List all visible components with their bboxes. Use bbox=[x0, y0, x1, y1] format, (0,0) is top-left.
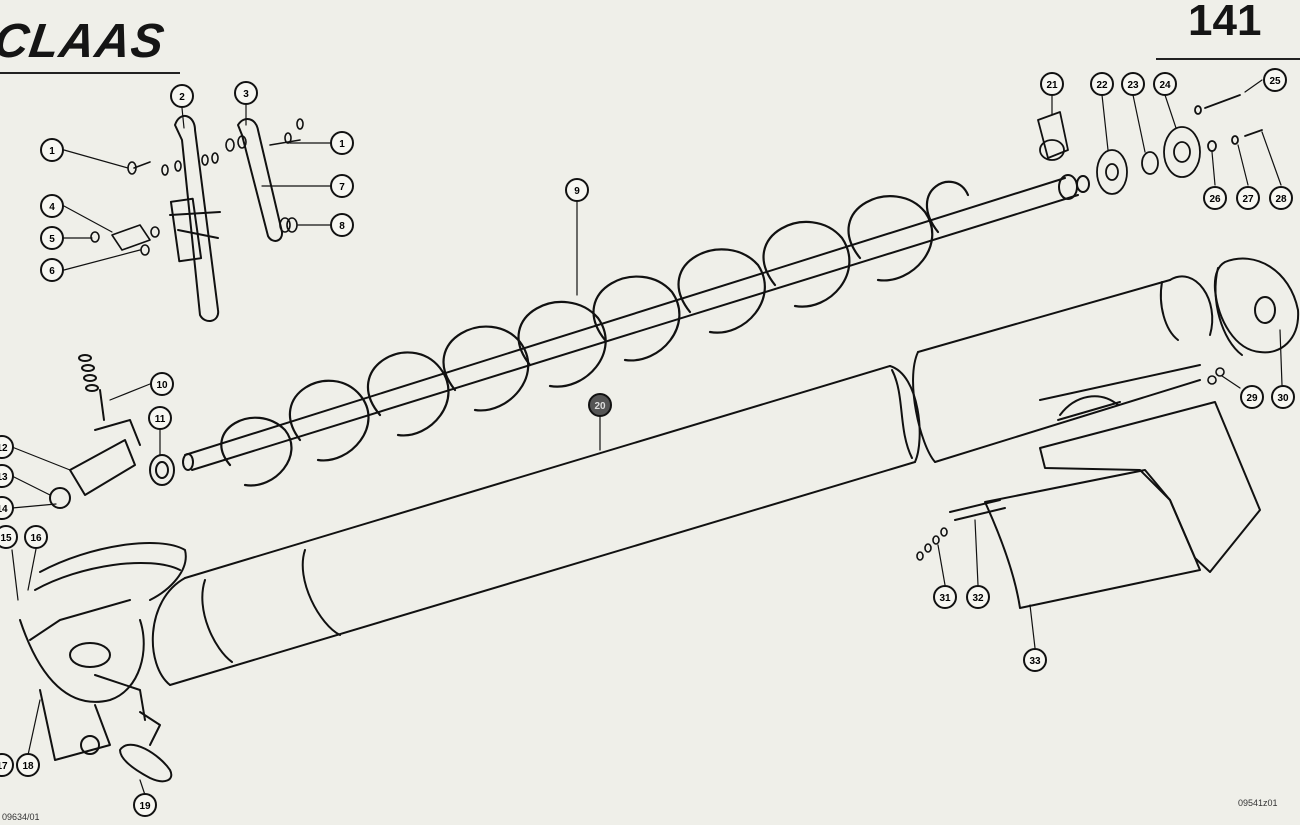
bearing-assembly bbox=[49, 354, 175, 509]
callout: 3 bbox=[234, 81, 258, 105]
callout: 23 bbox=[1121, 72, 1145, 96]
svg-text:1: 1 bbox=[339, 139, 345, 150]
svg-text:4: 4 bbox=[49, 202, 55, 213]
upper-right-bearing-parts bbox=[1037, 94, 1263, 195]
svg-text:6: 6 bbox=[49, 266, 55, 277]
svg-text:8: 8 bbox=[339, 221, 345, 232]
svg-text:19: 19 bbox=[139, 801, 151, 812]
callout: 5 bbox=[40, 226, 64, 250]
callout: 4 bbox=[40, 194, 64, 218]
callout: 33 bbox=[1023, 648, 1047, 672]
svg-text:21: 21 bbox=[1046, 80, 1058, 91]
callout: 17 bbox=[0, 753, 14, 777]
upper-left-fasteners bbox=[90, 118, 304, 256]
svg-text:31: 31 bbox=[939, 593, 951, 604]
svg-text:18: 18 bbox=[22, 761, 34, 772]
svg-text:2: 2 bbox=[179, 92, 185, 103]
callout: 18 bbox=[16, 753, 40, 777]
callout: 1 bbox=[40, 138, 64, 162]
spout-fasteners bbox=[916, 367, 1225, 561]
callout: 9 bbox=[565, 178, 589, 202]
callout: 29 bbox=[1240, 385, 1264, 409]
callout: 14 bbox=[0, 496, 14, 520]
svg-text:14: 14 bbox=[0, 504, 8, 515]
callout: 20 bbox=[588, 393, 612, 417]
svg-text:28: 28 bbox=[1275, 194, 1287, 205]
callout: 15 bbox=[0, 525, 18, 549]
page-number-rule bbox=[1156, 58, 1300, 60]
cover-plate bbox=[119, 711, 173, 783]
svg-text:24: 24 bbox=[1159, 80, 1171, 91]
callout: 24 bbox=[1153, 72, 1177, 96]
svg-text:22: 22 bbox=[1096, 80, 1108, 91]
svg-text:12: 12 bbox=[0, 443, 8, 454]
callout: 13 bbox=[0, 464, 14, 488]
lower-housing bbox=[19, 542, 187, 761]
callout: 19 bbox=[133, 793, 157, 817]
callout-labels: 1 1 2 3 4 5 6 7 8 9 10 11 12 13 14 15 16… bbox=[0, 68, 1295, 817]
end-plate bbox=[1213, 257, 1300, 356]
callout: 31 bbox=[933, 585, 957, 609]
svg-text:27: 27 bbox=[1242, 194, 1254, 205]
callout: 25 bbox=[1263, 68, 1287, 92]
page-number: 141 bbox=[1188, 0, 1262, 45]
leader-lines bbox=[11, 79, 1283, 796]
callout: 1 bbox=[330, 131, 354, 155]
upper-tube-extension bbox=[912, 275, 1214, 463]
svg-text:11: 11 bbox=[155, 414, 166, 425]
svg-text:1: 1 bbox=[49, 146, 55, 157]
svg-text:25: 25 bbox=[1269, 76, 1281, 87]
svg-text:33: 33 bbox=[1029, 656, 1041, 667]
callout: 2 bbox=[170, 84, 194, 108]
auger-shaft bbox=[182, 174, 1090, 471]
callout: 12 bbox=[0, 435, 14, 459]
svg-text:15: 15 bbox=[0, 533, 12, 544]
callout: 27 bbox=[1236, 186, 1260, 210]
drawing-code-left: 09634/01 bbox=[2, 812, 40, 822]
callout: 16 bbox=[24, 525, 48, 549]
callout: 30 bbox=[1271, 385, 1295, 409]
drawing-code-right: 09541z01 bbox=[1238, 798, 1278, 808]
svg-text:17: 17 bbox=[0, 761, 8, 772]
discharge-spout bbox=[949, 401, 1261, 609]
callout: 28 bbox=[1269, 186, 1293, 210]
callout: 21 bbox=[1040, 72, 1064, 96]
svg-text:13: 13 bbox=[0, 472, 8, 483]
svg-text:10: 10 bbox=[156, 380, 168, 391]
auger-flights bbox=[220, 180, 970, 487]
callout: 8 bbox=[330, 213, 354, 237]
callout: 11 bbox=[148, 406, 172, 430]
svg-text:9: 9 bbox=[574, 186, 580, 197]
lever-arm bbox=[169, 115, 221, 322]
svg-text:32: 32 bbox=[972, 593, 984, 604]
callout: 26 bbox=[1203, 186, 1227, 210]
svg-text:3: 3 bbox=[243, 89, 249, 100]
svg-text:7: 7 bbox=[339, 182, 345, 193]
svg-text:30: 30 bbox=[1277, 393, 1289, 404]
brand-rule bbox=[0, 72, 180, 74]
svg-text:16: 16 bbox=[30, 533, 42, 544]
callout: 7 bbox=[330, 174, 354, 198]
svg-text:23: 23 bbox=[1127, 80, 1139, 91]
callout: 22 bbox=[1090, 72, 1114, 96]
svg-text:29: 29 bbox=[1246, 393, 1258, 404]
callout: 32 bbox=[966, 585, 990, 609]
svg-text:20: 20 bbox=[594, 401, 606, 412]
auger-tube bbox=[151, 365, 921, 686]
callout: 10 bbox=[150, 372, 174, 396]
callout: 6 bbox=[40, 258, 64, 282]
svg-text:5: 5 bbox=[49, 234, 55, 245]
svg-text:26: 26 bbox=[1209, 194, 1221, 205]
